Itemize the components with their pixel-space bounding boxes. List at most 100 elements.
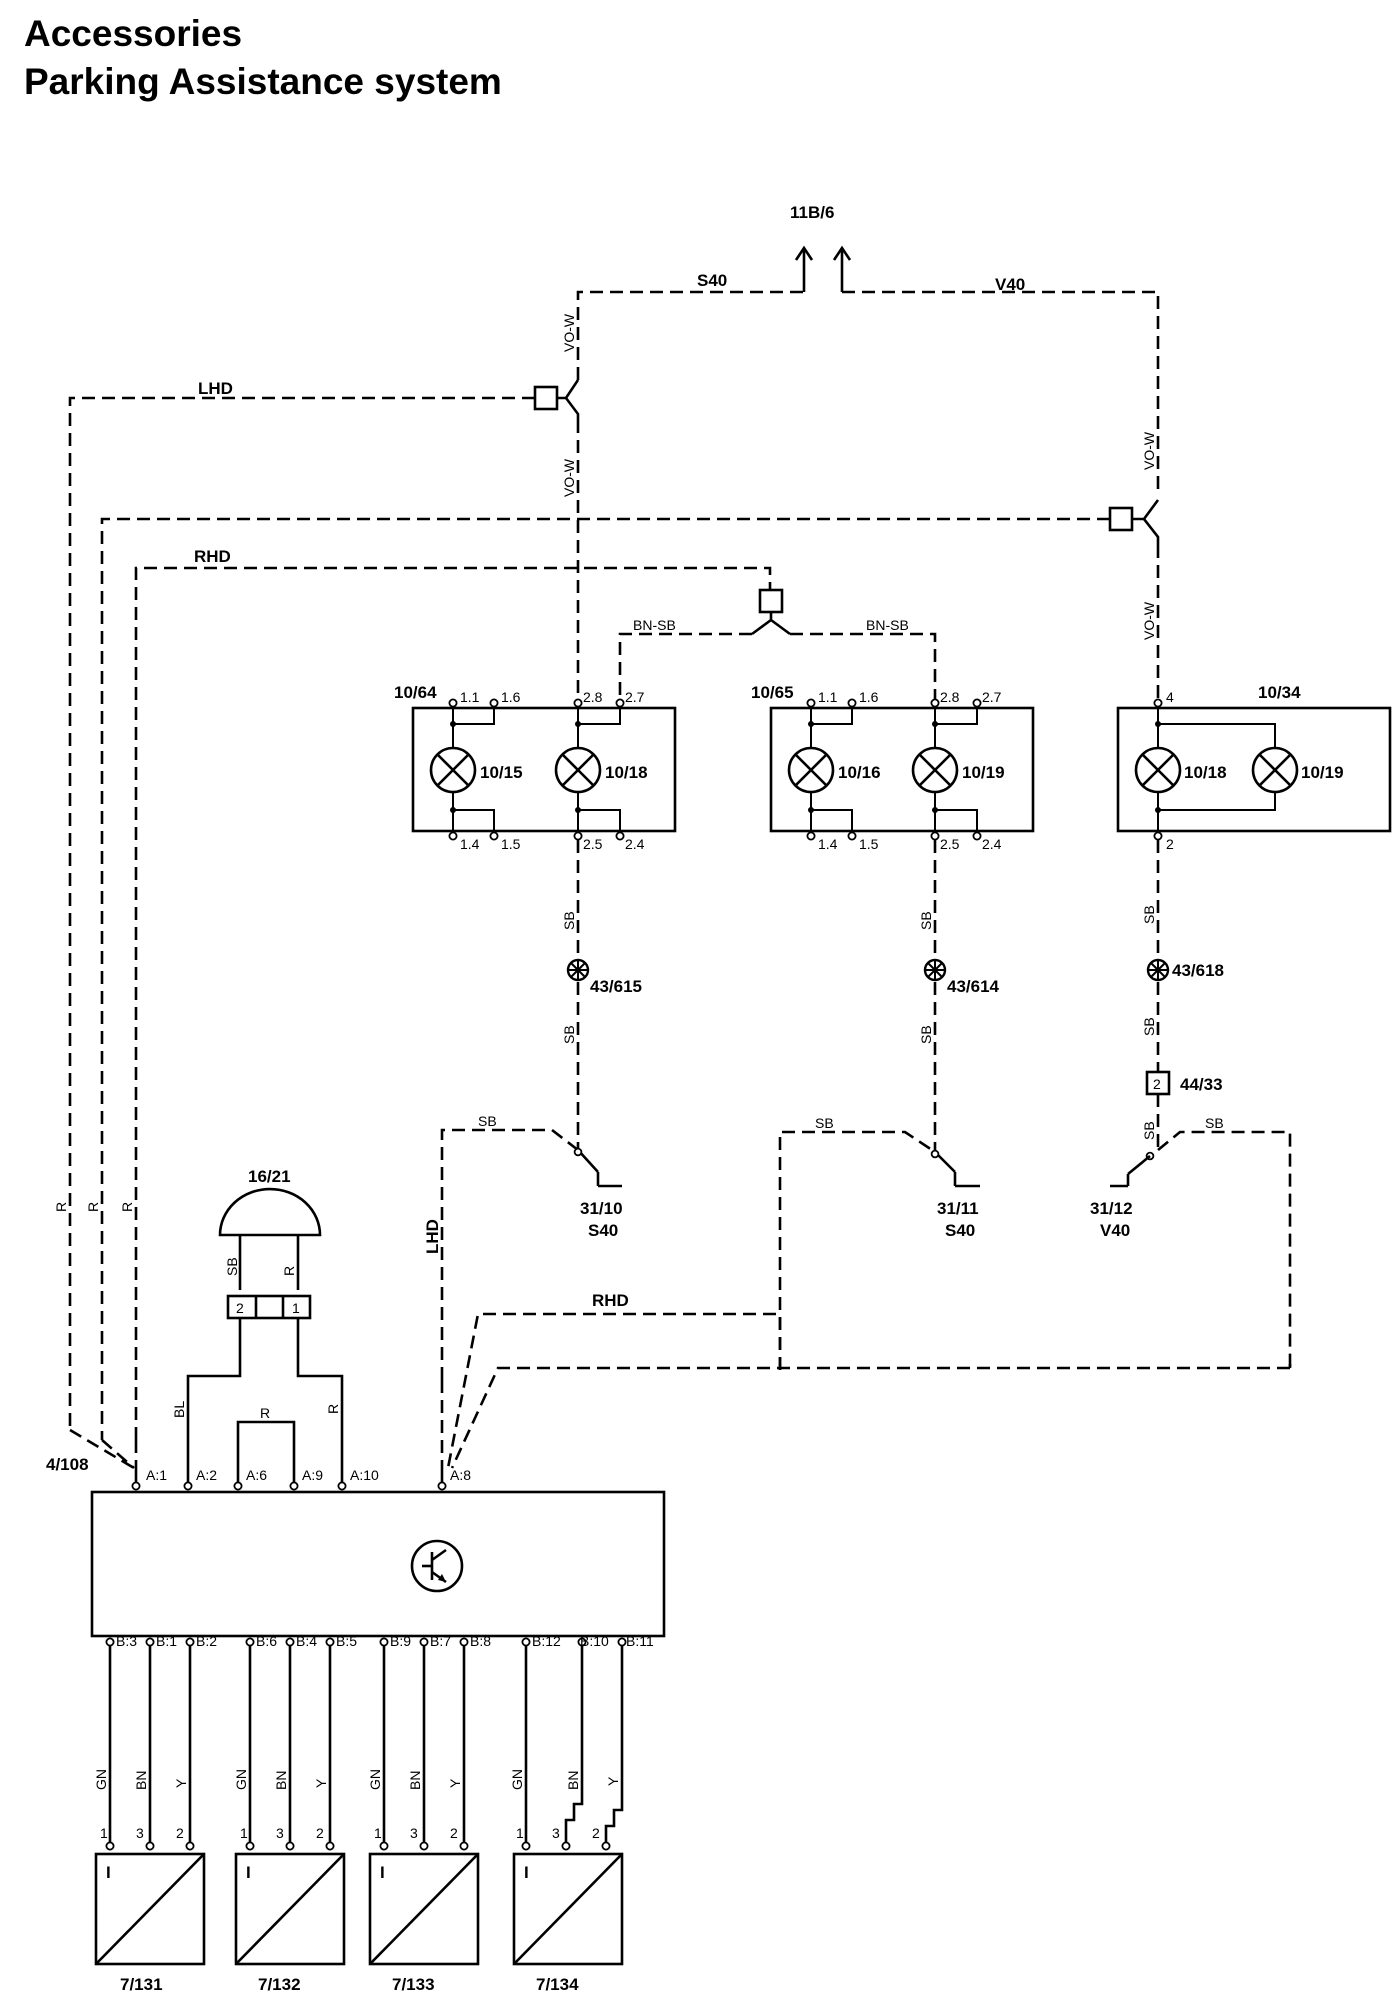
pin-label: 1.6 — [501, 689, 521, 705]
bulb-10-19-a-label: 10/19 — [962, 763, 1005, 782]
pin-label: 4 — [1166, 689, 1174, 705]
variant-label-v40-top: V40 — [995, 275, 1025, 294]
pin-label: 2.8 — [583, 689, 603, 705]
sensor-2-wires — [245, 1646, 335, 1851]
pin-label: A:1 — [146, 1467, 167, 1483]
connector-44-33-pin: 2 — [1153, 1076, 1161, 1092]
variant-switch-rhd — [758, 588, 784, 614]
wire-color-bn: BN — [407, 1771, 423, 1790]
bulb-10-15-label: 10/15 — [480, 763, 523, 782]
variant-switch-lhd — [533, 385, 559, 411]
sensor-7-132 — [234, 1852, 346, 1966]
sensor-roman: I — [524, 1863, 529, 1882]
sensor-7-132-label: 7/132 — [258, 1975, 301, 1994]
pin-label: 1.5 — [501, 836, 521, 852]
wire-color-sb: SB — [478, 1113, 497, 1129]
pin-label: A:10 — [350, 1467, 379, 1483]
wire-color-sb: SB — [1141, 905, 1157, 924]
pin-label: A:2 — [196, 1467, 217, 1483]
wire-color-vo-w-3: VO-W — [1141, 431, 1157, 470]
pin-label: 2 — [450, 1825, 458, 1841]
sensor-roman: I — [106, 1863, 111, 1882]
wire-color-gn: GN — [93, 1769, 109, 1790]
wire-color-r: R — [281, 1266, 297, 1276]
buzzer-label: 16/21 — [248, 1167, 291, 1186]
pin-label: B:9 — [390, 1633, 411, 1649]
wire-color-sb: SB — [224, 1257, 240, 1276]
pin-label: 1.4 — [818, 836, 838, 852]
wire-rhd — [134, 566, 772, 1440]
splice-43-618-label: 43/618 — [1172, 961, 1224, 980]
pin-label: 1.6 — [859, 689, 879, 705]
bulb-10-18-a — [554, 746, 602, 794]
pin-label: 3 — [136, 1825, 144, 1841]
pin-label: B:5 — [336, 1633, 357, 1649]
pin-label: 2 — [236, 1300, 244, 1316]
variant-label-s40-top: S40 — [697, 271, 727, 290]
sensor-4-wires — [521, 1646, 624, 1851]
module-label: 4/108 — [46, 1455, 89, 1474]
pin-label: B:11 — [626, 1633, 654, 1649]
sensor-1-wires — [105, 1646, 195, 1851]
wire-color-r: R — [53, 1202, 69, 1212]
pin-label: 3 — [276, 1825, 284, 1841]
sensor-7-133-label: 7/133 — [392, 1975, 435, 1994]
variant-label-lhd-2: LHD — [423, 1219, 442, 1254]
pin-label: B:7 — [430, 1633, 451, 1649]
wire-r-loop — [236, 1420, 296, 1486]
wire-color-bl: BL — [171, 1401, 187, 1418]
wire-color-sb: SB — [561, 1025, 577, 1044]
pin-label: 1.5 — [859, 836, 879, 852]
bulb-10-18-a-label: 10/18 — [605, 763, 648, 782]
pin-label: 1 — [374, 1825, 382, 1841]
pin-label: 3 — [410, 1825, 418, 1841]
wire-color-y: Y — [447, 1778, 463, 1788]
pin-label: B:8 — [470, 1633, 491, 1649]
wire-bn-sb-right — [790, 632, 937, 700]
pin-label: 2.4 — [982, 836, 1002, 852]
wire-v40-feed — [450, 1366, 1290, 1469]
wire-r-buzzer — [296, 1318, 344, 1486]
pin-label: 2 — [592, 1825, 600, 1841]
page-title-section: Accessories — [24, 13, 243, 54]
transistor-icon — [410, 1539, 464, 1593]
wire-color-sb: SB — [815, 1115, 834, 1131]
ground-31-12-variant: V40 — [1100, 1221, 1130, 1240]
pin-label: B:3 — [116, 1633, 137, 1649]
bulb-10-18-b-label: 10/18 — [1184, 763, 1227, 782]
wire-v40-top — [842, 290, 1160, 490]
sensor-7-131 — [94, 1852, 206, 1966]
wire-color-gn: GN — [233, 1769, 249, 1790]
wire-color-sb: SB — [1205, 1115, 1224, 1131]
variant-switch-right — [1108, 506, 1134, 532]
lamp-unit-10-34 — [1116, 706, 1392, 833]
sensor-3-wires — [379, 1646, 469, 1851]
pin-label: 3 — [552, 1825, 560, 1841]
wire-color-r: R — [260, 1405, 270, 1421]
pin-label: A:9 — [302, 1467, 323, 1483]
wire-s40-top — [576, 290, 804, 380]
wire-color-y: Y — [313, 1778, 329, 1788]
wire-color-bn-sb-2: BN-SB — [866, 617, 909, 633]
bulb-10-16 — [787, 746, 835, 794]
sensor-7-134-label: 7/134 — [536, 1975, 579, 1994]
lamp-unit-10-65 — [769, 706, 1035, 833]
pin-label: 2.5 — [583, 836, 603, 852]
bulb-10-15 — [429, 746, 477, 794]
pin-label: 1.4 — [460, 836, 480, 852]
ground-31-12-label: 31/12 — [1090, 1199, 1133, 1218]
ground-31-10-label: 31/10 — [580, 1199, 623, 1218]
wire-color-sb: SB — [561, 911, 577, 930]
sensor-7-133 — [368, 1852, 480, 1966]
ground-31-11 — [778, 1130, 980, 1370]
variant-label-lhd: LHD — [198, 379, 233, 398]
wire-lhd-left — [68, 396, 535, 1430]
wire-color-sb: SB — [918, 911, 934, 930]
splice-43-618 — [1146, 958, 1170, 982]
wire-bn-sb-left — [618, 632, 752, 700]
control-module-4-108 — [90, 1490, 666, 1638]
splice-43-615-label: 43/615 — [590, 977, 642, 996]
wire-color-gn: GN — [509, 1769, 525, 1790]
bulb-10-18-b — [1134, 746, 1182, 794]
bulb-10-16-label: 10/16 — [838, 763, 881, 782]
